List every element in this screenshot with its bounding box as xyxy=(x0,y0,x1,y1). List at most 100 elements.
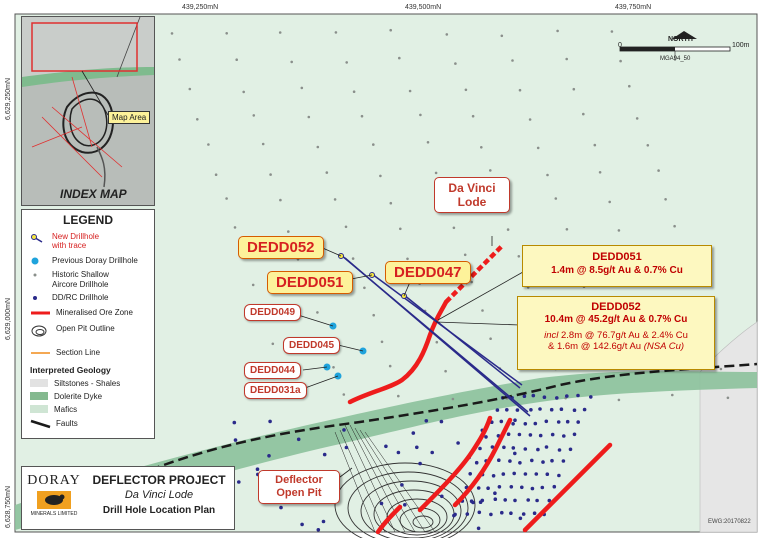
aircore-drillhole xyxy=(646,144,650,147)
ddrc-drillhole xyxy=(536,447,540,452)
ddrc-drillhole xyxy=(513,498,517,503)
legend-label: New Drillhole with trace xyxy=(52,232,100,250)
aircore-drillhole xyxy=(406,257,409,261)
legend-label: Mafics xyxy=(54,405,78,414)
legend-item-faults: Faults xyxy=(30,419,78,429)
aircore-drillhole xyxy=(489,169,492,172)
deflector-open-pit-callout: Deflector Open Pit xyxy=(258,470,340,504)
north-label: NORTH xyxy=(668,36,693,43)
ddrc-drillhole xyxy=(497,485,502,489)
index-map-title: INDEX MAP xyxy=(60,187,127,201)
legend-item-open-pit: Open Pit Outline xyxy=(30,324,115,338)
result-box-dedd051: DEDD051 1.4m @ 8.5g/t Au & 0.7% Cu xyxy=(522,245,712,287)
aircore-drillhole xyxy=(617,398,621,402)
aircore-drillhole xyxy=(617,229,621,232)
aircore-drillhole xyxy=(279,198,282,202)
legend-label: Open Pit Outline xyxy=(56,324,115,333)
scale-distance: 100m xyxy=(732,42,750,49)
ddrc-drillhole xyxy=(418,461,422,466)
legend-label: Dolerite Dyke xyxy=(54,392,103,401)
ddrc-drillhole xyxy=(540,485,545,490)
ddrc-drillhole xyxy=(233,438,238,442)
ddrc-drillhole xyxy=(500,510,504,515)
ddrc-drillhole xyxy=(476,526,481,531)
aircore-drillhole xyxy=(334,31,338,34)
result-incl-text: 2.8m @ 76.7g/t Au & 2.4% Cu xyxy=(558,330,688,341)
ddrc-drillhole xyxy=(509,485,514,489)
ddrc-drillhole xyxy=(538,407,542,411)
aircore-drillhole xyxy=(628,84,631,88)
ddrc-drillhole xyxy=(582,407,587,412)
ddrc-drillhole xyxy=(518,461,522,465)
ddrc-drillhole xyxy=(456,441,460,445)
aircore-drillhole xyxy=(554,197,558,200)
aircore-drillhole xyxy=(372,143,375,146)
ddrc-drillhole xyxy=(486,486,490,491)
legend-label: Mineralised Ore Zone xyxy=(56,308,133,317)
ddrc-drillhole xyxy=(237,480,241,484)
ddrc-drillhole xyxy=(550,458,554,463)
aircore-drillhole xyxy=(399,227,402,231)
aircore-drillhole xyxy=(635,117,639,120)
ddrc-drillhole xyxy=(474,460,479,465)
legend-label: Siltstones - Shales xyxy=(54,379,121,388)
ddrc-drillhole xyxy=(513,451,517,456)
project-title: DEFLECTOR PROJECT xyxy=(92,473,226,487)
ddrc-drillhole xyxy=(530,486,535,491)
ddrc-drillhole xyxy=(501,472,506,476)
aircore-drillhole xyxy=(363,286,366,290)
aircore-drillhole xyxy=(593,143,597,147)
aircore-drillhole xyxy=(673,224,676,228)
legend-label: Faults xyxy=(56,419,78,428)
open-pit-icon xyxy=(31,325,47,337)
aircore-drillhole xyxy=(556,29,559,33)
legend-label: Section Line xyxy=(56,348,101,357)
aircore-drillhole xyxy=(316,145,320,149)
new-drill-traces xyxy=(340,254,531,417)
ddrc-drillhole xyxy=(255,467,260,472)
aircore-drillhole xyxy=(214,173,218,176)
aircore-drillhole xyxy=(325,171,329,174)
result-intercept: 1.4m @ 8.5g/t Au & 0.7% Cu xyxy=(551,265,683,276)
ddrc-drillhole xyxy=(384,444,388,449)
ddrc-drillhole xyxy=(513,418,517,423)
aircore-drillhole xyxy=(379,174,382,178)
ddrc-drillhole xyxy=(568,447,573,452)
ore-zones xyxy=(347,299,613,535)
ddrc-drillhole xyxy=(430,450,435,455)
ddrc-drillhole xyxy=(532,511,537,515)
aircore-drillhole xyxy=(726,396,730,400)
legend-item-mafics: Mafics xyxy=(30,405,77,414)
aircore-drillhole xyxy=(582,112,585,116)
aircore-drillhole xyxy=(572,87,576,91)
aircore-drillhole xyxy=(178,58,181,61)
ddrc-drillhole xyxy=(544,419,549,424)
aircore-drillhole xyxy=(451,397,455,401)
ddrc-drillhole xyxy=(493,497,498,502)
northing-label: 6,628,750mN xyxy=(5,485,12,528)
legend-item-section-line: Section Line xyxy=(30,348,100,358)
aircore-drillhole xyxy=(233,226,237,229)
ddrc-drillhole xyxy=(552,484,557,489)
aircore-drillhole xyxy=(463,253,467,257)
ddrc-drillhole xyxy=(321,519,326,524)
ddrc-drillhole xyxy=(300,522,304,527)
aircore-drillhole xyxy=(332,366,335,369)
ddrc-drillhole xyxy=(523,422,528,426)
ddrc-drillhole xyxy=(572,408,577,413)
drillhole-label-dedd047: DEDD047 xyxy=(385,261,471,284)
drillhole-label-dedd045: DEDD045 xyxy=(283,337,341,354)
ddrc-drillhole xyxy=(542,395,547,400)
aircore-drillhole xyxy=(251,283,255,287)
aircore-drillhole xyxy=(506,228,510,231)
aircore-drillhole xyxy=(372,313,376,317)
legend: LEGEND New Drillhole with trace Previous… xyxy=(21,209,155,439)
aircore-drillhole xyxy=(719,367,723,371)
ddrc-drillhole xyxy=(555,396,559,400)
ddrc-drillhole xyxy=(415,445,419,450)
easting-label: 439,750mN xyxy=(615,4,652,11)
ddrc-drillhole xyxy=(490,445,495,449)
mafics-swatch xyxy=(30,405,48,413)
legend-title: LEGEND xyxy=(62,213,113,227)
ddrc-drillhole xyxy=(547,498,552,503)
